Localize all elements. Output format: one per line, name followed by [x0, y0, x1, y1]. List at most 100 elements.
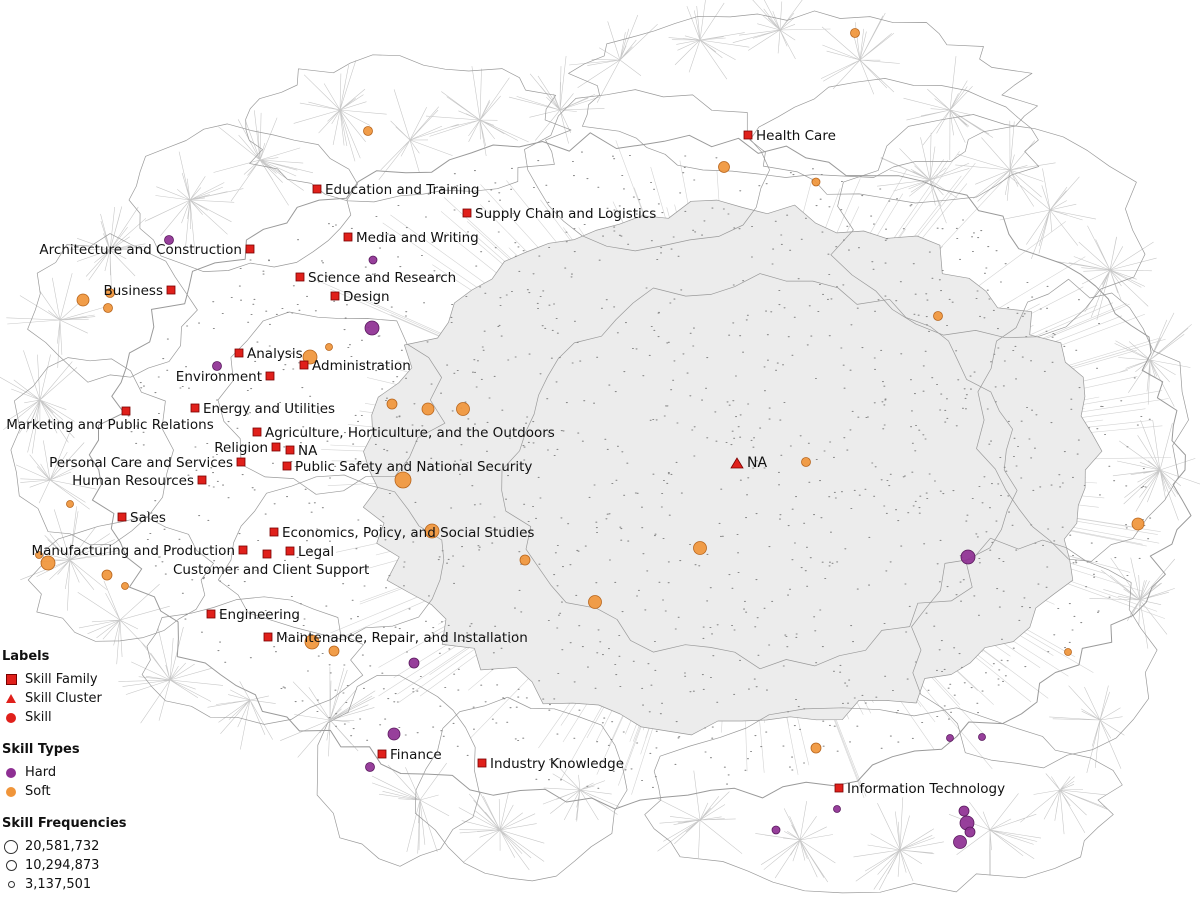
- design-label: Design: [343, 289, 390, 305]
- community-outline: [316, 674, 480, 867]
- skill-nodes: [35, 28, 1152, 849]
- hard-skill-node: [960, 549, 976, 565]
- information-technology-label: Information Technology: [847, 781, 1005, 797]
- legend-item-skill-family: Skill Family: [4, 670, 170, 689]
- public-safety-label: Public Safety and National Security: [295, 459, 532, 475]
- manufacturing-and-production-label: Manufacturing and Production: [31, 543, 235, 559]
- hard-skill-node: [368, 255, 378, 265]
- soft-skill-node: [386, 398, 398, 410]
- hard-skill-node: [771, 825, 781, 835]
- finance-label: Finance: [390, 747, 442, 763]
- legal-marker: [285, 546, 295, 556]
- soft-skill-node: [693, 541, 707, 555]
- soft-skill-node: [421, 402, 435, 416]
- analysis-marker: [234, 348, 244, 358]
- legend-item-freq-medium: 10,294,873: [4, 856, 170, 875]
- legend-item-skill-cluster: Skill Cluster: [4, 689, 170, 708]
- maintenance-repair-marker: [263, 632, 273, 642]
- administration-label: Administration: [312, 358, 411, 374]
- supply-chain-and-logistics-marker: [462, 208, 472, 218]
- soft-skill-node: [1131, 517, 1145, 531]
- legend-item-freq-large: 20,581,732: [4, 837, 170, 856]
- architecture-and-construction-label: Architecture and Construction: [39, 242, 242, 258]
- manufacturing-and-production-marker: [238, 545, 248, 555]
- legend-frequency-title: Skill Frequencies: [2, 816, 127, 831]
- hard-skill-node: [953, 835, 967, 849]
- community-outline: [27, 516, 214, 642]
- engineering-marker: [206, 609, 216, 619]
- industry-knowledge-label: Industry Knowledge: [490, 756, 624, 772]
- engineering-label: Engineering: [219, 607, 300, 623]
- soft-skill-node: [105, 288, 115, 298]
- information-technology-marker: [834, 783, 844, 793]
- soft-skill-node: [328, 645, 340, 657]
- hard-skill-node: [978, 733, 986, 741]
- supply-chain-and-logistics-label: Supply Chain and Logistics: [475, 206, 656, 222]
- legend-label: Hard: [25, 765, 57, 780]
- legend-item-freq-small: 3,137,501: [4, 875, 170, 894]
- soft-skill-node: [810, 742, 822, 754]
- education-and-training-marker: [312, 184, 322, 194]
- community-outline: [245, 54, 572, 203]
- hard-skill-node: [408, 657, 420, 669]
- skill-cluster-label: NA: [747, 455, 767, 471]
- hard-skill-node: [946, 734, 954, 742]
- soft-dot-icon: [4, 785, 18, 799]
- community-outline: [10, 357, 174, 546]
- community-outline: [141, 596, 364, 725]
- soft-skill-node: [456, 402, 470, 416]
- community-outline: [749, 78, 1040, 204]
- community-outline: [976, 278, 1189, 562]
- legend-label: Skill: [25, 710, 52, 725]
- large-ring-icon: [4, 839, 18, 854]
- design-marker: [330, 291, 340, 301]
- legend-types-title: Skill Types: [2, 742, 80, 757]
- soft-skill-node: [302, 349, 318, 365]
- soft-skill-node: [325, 343, 333, 351]
- soft-skill-node: [40, 555, 56, 571]
- legal-label: Legal: [298, 544, 334, 560]
- small-ring-icon: [4, 878, 18, 892]
- legend-item-hard: Hard: [4, 763, 170, 782]
- hard-skill-node: [164, 235, 174, 245]
- marketing-and-public-relations-marker: [121, 406, 131, 416]
- business-label: Business: [103, 283, 163, 299]
- economics-policy-label: Economics, Policy, and Social Studies: [282, 525, 534, 541]
- triangle-marker-icon: [4, 692, 18, 706]
- industry-knowledge-marker: [477, 758, 487, 768]
- soft-skill-node: [76, 293, 90, 307]
- cluster-edges: [0, 0, 1200, 891]
- science-and-research-label: Science and Research: [308, 270, 456, 286]
- legend-label: Skill Cluster: [25, 691, 102, 706]
- hard-skill-node: [212, 361, 222, 371]
- na-family-marker: [285, 445, 295, 455]
- soft-skill-node: [933, 311, 943, 321]
- skill-cluster-marker: [730, 457, 744, 469]
- public-safety-marker: [282, 461, 292, 471]
- soft-skill-node: [811, 177, 821, 187]
- sales-marker: [117, 512, 127, 522]
- legend-label: Skill Family: [25, 672, 98, 687]
- agriculture-label: Agriculture, Horticulture, and the Outdo…: [265, 425, 555, 441]
- hard-skill-node: [365, 762, 375, 772]
- community-outline: [414, 696, 628, 882]
- community-outline: [88, 132, 1192, 810]
- business-marker: [166, 285, 176, 295]
- legend-label: 3,137,501: [25, 877, 92, 892]
- soft-skill-node: [588, 595, 602, 609]
- religion-label: Religion: [214, 440, 268, 456]
- agriculture-marker: [252, 427, 262, 437]
- hard-dot-icon: [4, 766, 18, 780]
- personal-care-and-services-label: Personal Care and Services: [49, 455, 233, 471]
- human-resources-label: Human Resources: [72, 473, 194, 489]
- minor-skill-dots: [120, 151, 1152, 789]
- finance-marker: [377, 749, 387, 759]
- soft-skill-node: [1064, 648, 1072, 656]
- na-family-label: NA: [298, 443, 318, 459]
- community-outline: [524, 89, 770, 252]
- hard-skill-node: [964, 826, 976, 838]
- legend-label: 10,294,873: [25, 858, 100, 873]
- energy-and-utilities-marker: [190, 403, 200, 413]
- human-resources-marker: [197, 475, 207, 485]
